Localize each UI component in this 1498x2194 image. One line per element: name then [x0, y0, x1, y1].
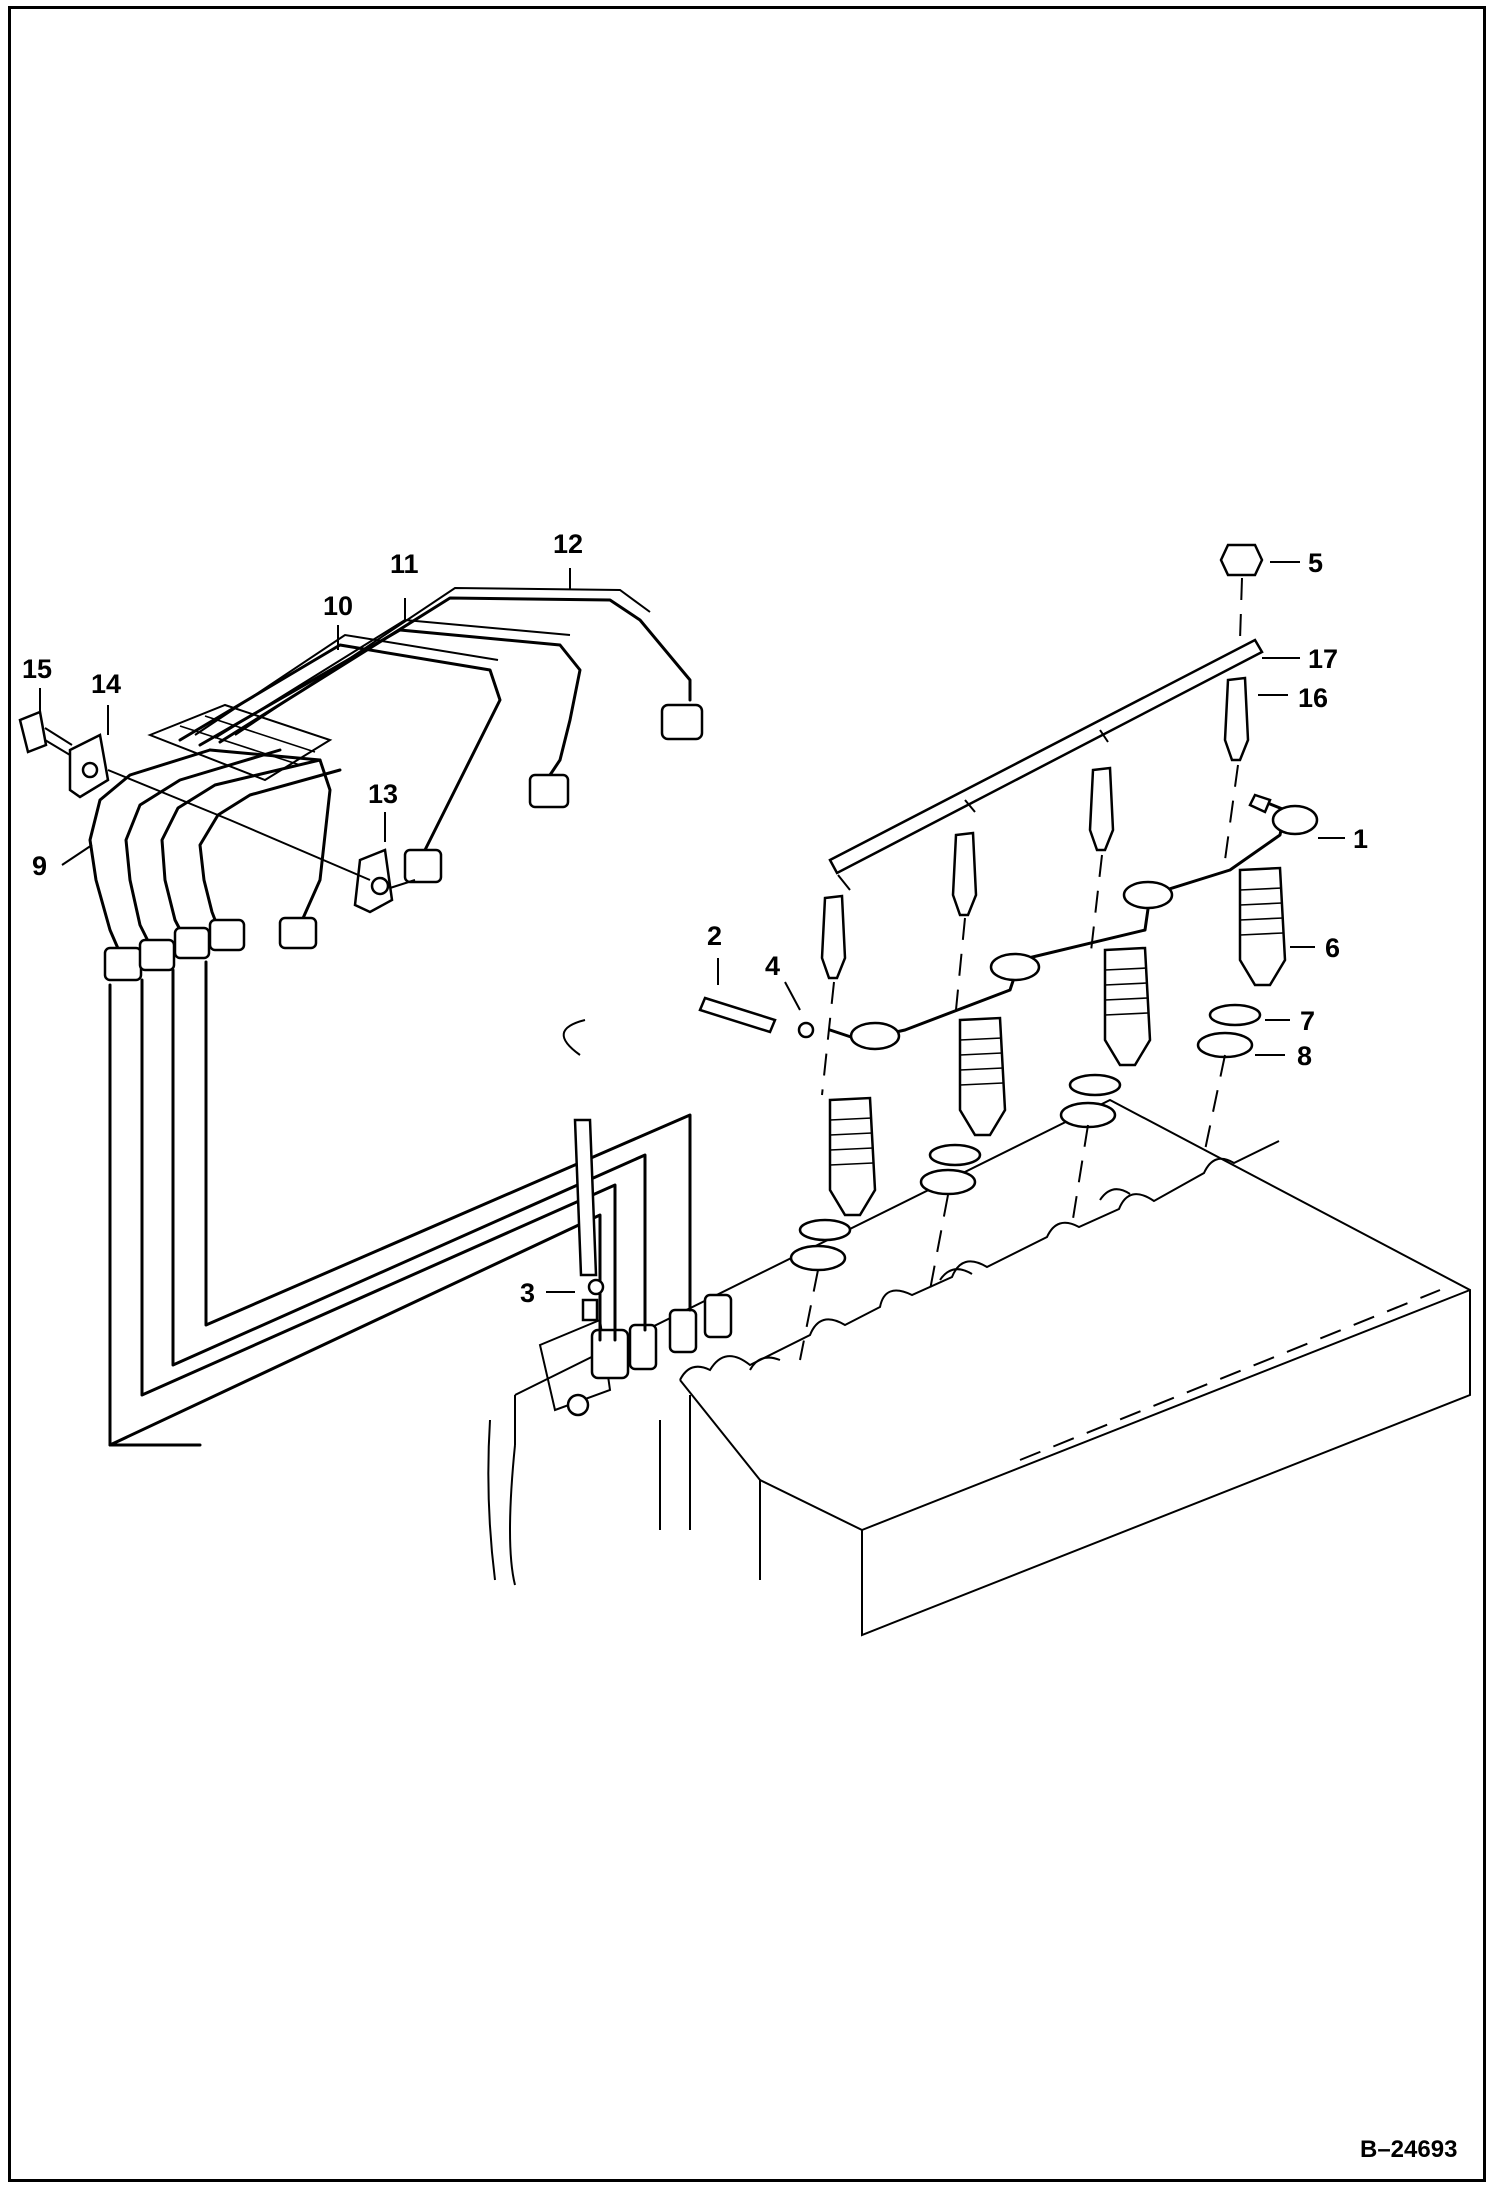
- cylinder-head: [487, 1098, 1471, 1637]
- drawing-frame: [8, 6, 1486, 2182]
- callout-5: 5: [1308, 548, 1323, 578]
- leader-lines: [39, 561, 1345, 1293]
- callout-2: 2: [707, 921, 722, 951]
- callout-11: 11: [390, 549, 419, 579]
- injection-pump: [538, 1293, 733, 1417]
- callout-6: 6: [1325, 933, 1340, 963]
- callout-8: 8: [1297, 1041, 1312, 1071]
- callout-3: 3: [520, 1278, 535, 1308]
- callout-13: 13: [368, 779, 398, 809]
- callout-14: 14: [91, 669, 121, 699]
- figure-reference: B–24693: [1360, 2136, 1457, 2163]
- injectors: [789, 543, 1319, 1361]
- injection-pipe-set: [88, 748, 692, 1447]
- injection-pipes-upper: [147, 586, 704, 884]
- callout-17: 17: [1308, 644, 1338, 674]
- callout-4: 4: [765, 951, 780, 981]
- return-hose-parts: [562, 996, 815, 1322]
- callout-15: 15: [22, 654, 52, 684]
- callout-7: 7: [1300, 1006, 1315, 1036]
- callout-10: 10: [323, 591, 353, 621]
- clamp-and-bolt: [18, 710, 416, 914]
- callout-1: 1: [1353, 824, 1368, 854]
- callout-16: 16: [1298, 683, 1328, 713]
- callout-9: 9: [32, 851, 47, 881]
- callout-12: 12: [553, 529, 583, 559]
